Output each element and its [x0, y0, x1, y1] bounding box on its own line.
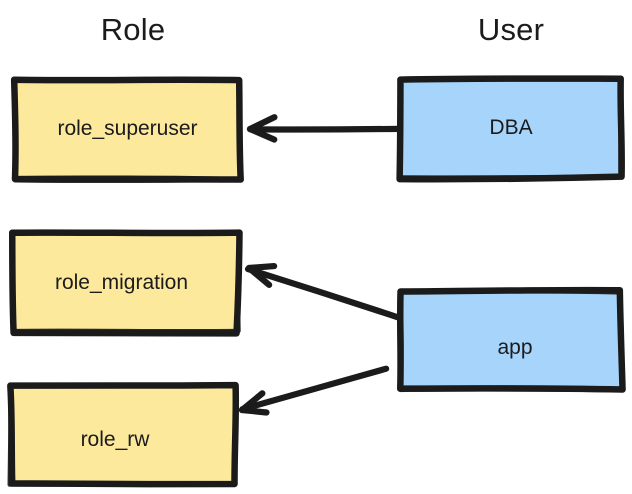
node-app[interactable]: app [396, 286, 626, 393]
column-header-user: User [477, 12, 545, 47]
edge-app-to-role-migration[interactable] [244, 262, 403, 321]
node-shape [9, 229, 243, 337]
node-shape [7, 381, 240, 488]
column-header-role: Role [100, 12, 166, 47]
edge-app-to-role-rw[interactable] [238, 365, 390, 416]
edge-dba-to-role-superuser[interactable] [246, 114, 403, 143]
node-shape [10, 76, 244, 184]
node-shape [396, 286, 626, 393]
node-shape [396, 75, 625, 183]
